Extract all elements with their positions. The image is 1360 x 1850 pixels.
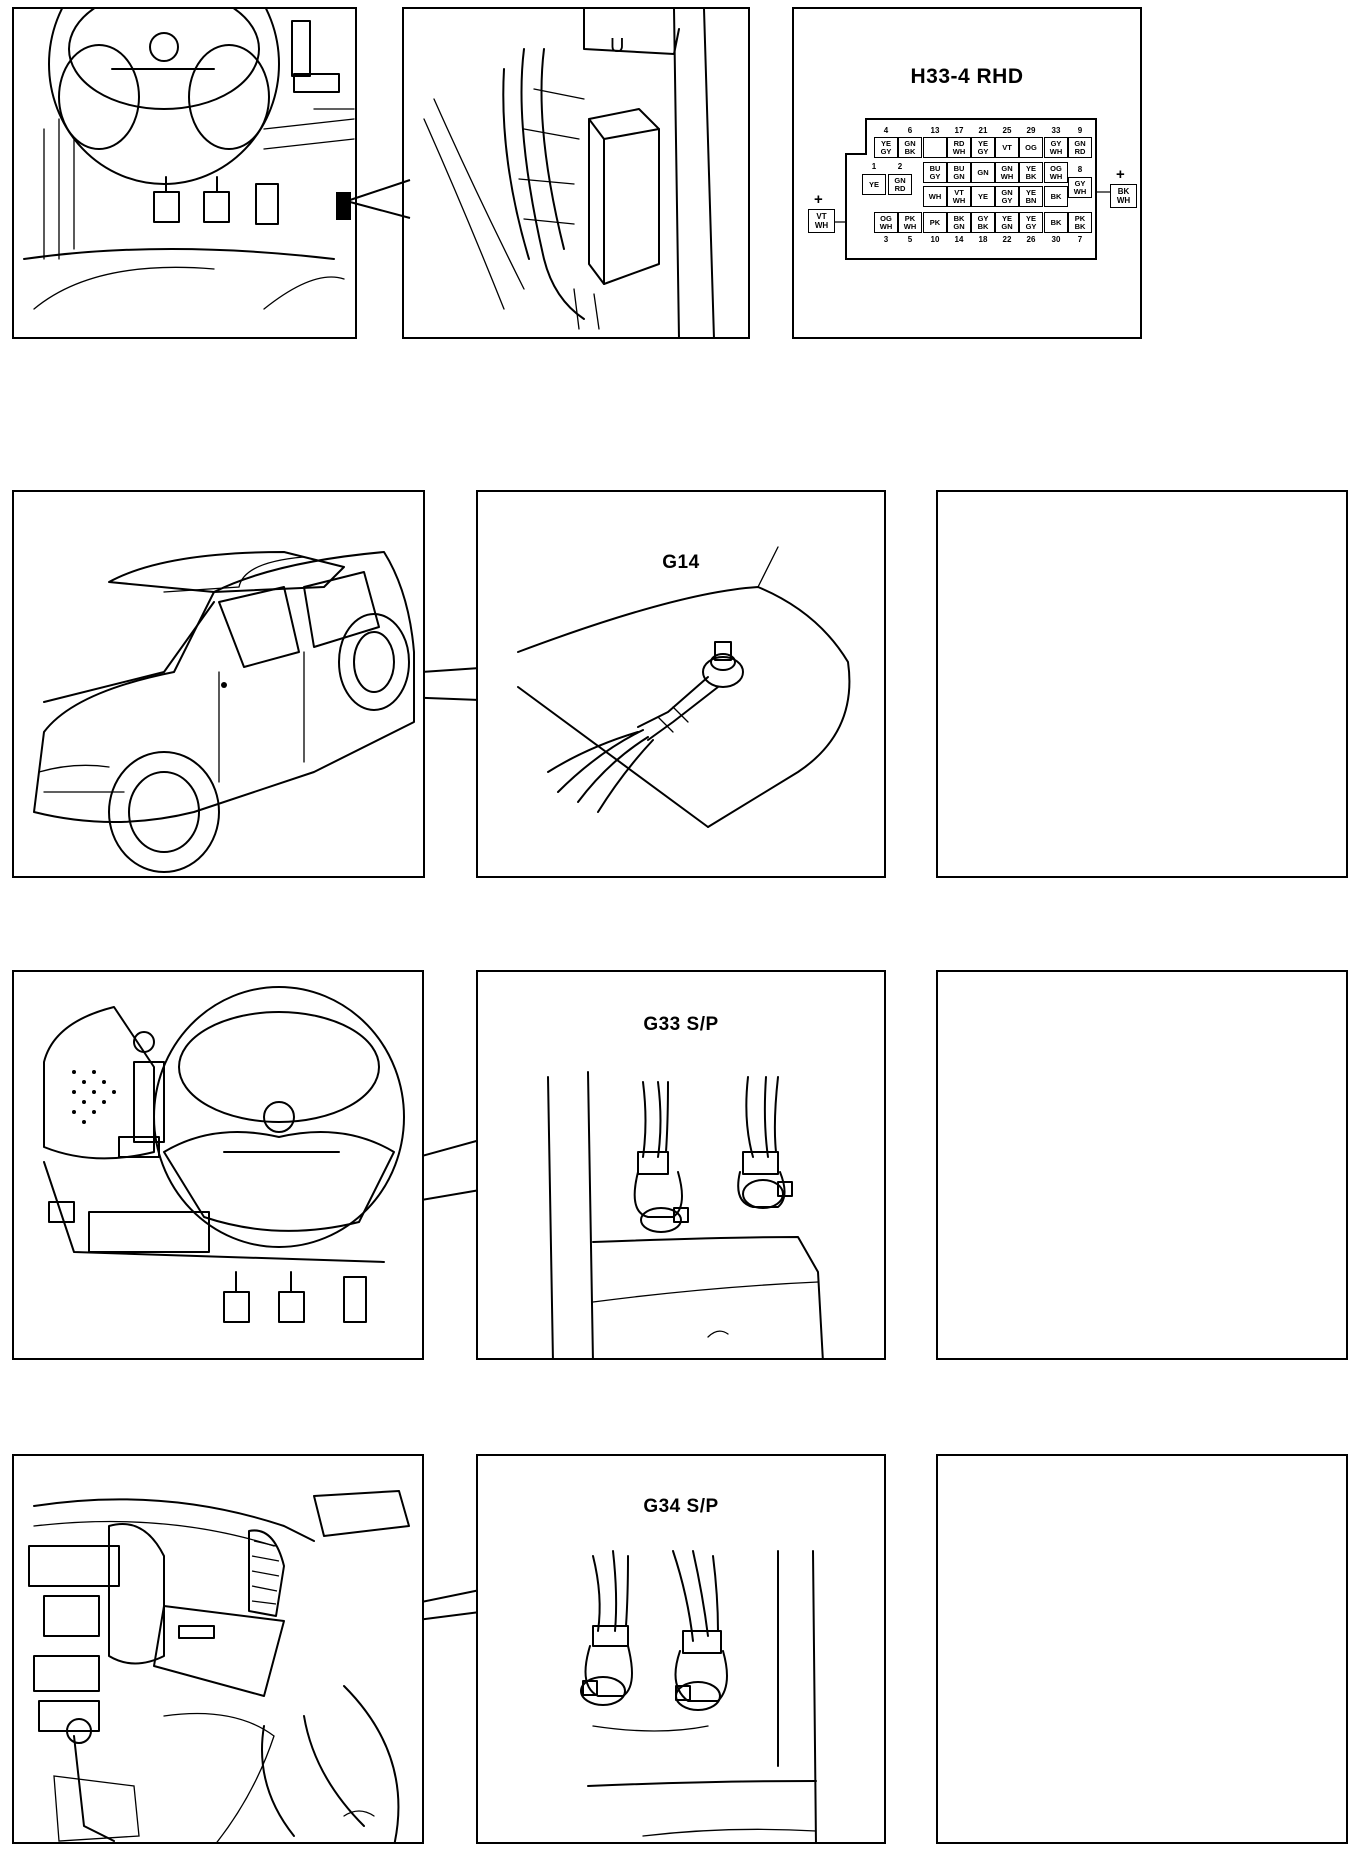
pin-number: 29 xyxy=(1026,126,1036,135)
g34-ground-studs-illustration xyxy=(580,1550,817,1842)
connector-pin: VT xyxy=(995,137,1019,158)
panel-g14-ground-detail: G14 xyxy=(476,490,886,878)
connector-pin: GN xyxy=(971,162,995,183)
pin-number: 7 xyxy=(1077,235,1083,244)
connector-pin: PK xyxy=(923,212,947,233)
pin-number: 4 xyxy=(883,126,889,135)
passenger-dashboard-illustration xyxy=(28,1490,410,1842)
panel-g34-ground-detail: G34 S/P xyxy=(476,1454,886,1844)
pin-number: 13 xyxy=(930,126,940,135)
pin-number: 18 xyxy=(978,235,988,244)
dashboard-steering-illustration xyxy=(23,9,355,310)
connector-title: H33-4 RHD xyxy=(910,65,1024,88)
fuse-box-illustration xyxy=(423,9,715,337)
connector-pin: BK xyxy=(1044,186,1068,207)
panel-car-exterior-locator xyxy=(12,490,425,878)
g33-ground-studs-illustration xyxy=(547,1071,824,1358)
pin-number: 9 xyxy=(1077,126,1083,135)
pin-number: 3 xyxy=(883,235,889,244)
pin-number: 30 xyxy=(1051,235,1061,244)
pin-number: 17 xyxy=(954,126,964,135)
ground-point-title: G33 S/P xyxy=(643,1014,719,1035)
connector-pin: WH xyxy=(923,186,947,207)
locator-marker-label: U xyxy=(610,35,625,57)
pin-number: 22 xyxy=(1002,235,1012,244)
panel-passenger-dash-locator xyxy=(12,1454,424,1844)
driver-dashboard-illustration xyxy=(43,986,405,1323)
connector-pin: BK xyxy=(1044,212,1068,233)
panel-g33-ground-detail: G33 S/P xyxy=(476,970,886,1360)
pin-number: 2 xyxy=(897,162,903,171)
panel-empty-row2 xyxy=(936,490,1348,878)
pin-number: 5 xyxy=(907,235,913,244)
connector-pin: YE xyxy=(862,174,886,195)
connector-pin: OG xyxy=(1019,137,1043,158)
pin-number: 21 xyxy=(978,126,988,135)
ground-point-title: G34 S/P xyxy=(643,1496,719,1517)
panel-empty-row3 xyxy=(936,970,1348,1360)
connector-pin xyxy=(923,137,947,158)
pin-number: 26 xyxy=(1026,235,1036,244)
ground-point-title: G14 xyxy=(662,552,700,573)
pin-number: 25 xyxy=(1002,126,1012,135)
panel-dashboard-locator xyxy=(12,7,357,339)
plus-sign: + xyxy=(1116,166,1125,183)
pin-number: 6 xyxy=(907,126,913,135)
pin-number: 1 xyxy=(871,162,877,171)
connector-pin: YE xyxy=(971,186,995,207)
pin-number: 10 xyxy=(930,235,940,244)
plus-sign: + xyxy=(814,191,823,208)
panel-empty-row4 xyxy=(936,1454,1348,1844)
panel-driver-dash-locator xyxy=(12,970,424,1360)
g14-ground-stud-illustration xyxy=(517,546,851,828)
pin-number: 8 xyxy=(1077,165,1083,174)
pin-number: 33 xyxy=(1051,126,1061,135)
car-exterior-illustration xyxy=(33,551,415,873)
panel-fuse-box-detail: U xyxy=(402,7,750,339)
pin-number: 14 xyxy=(954,235,964,244)
